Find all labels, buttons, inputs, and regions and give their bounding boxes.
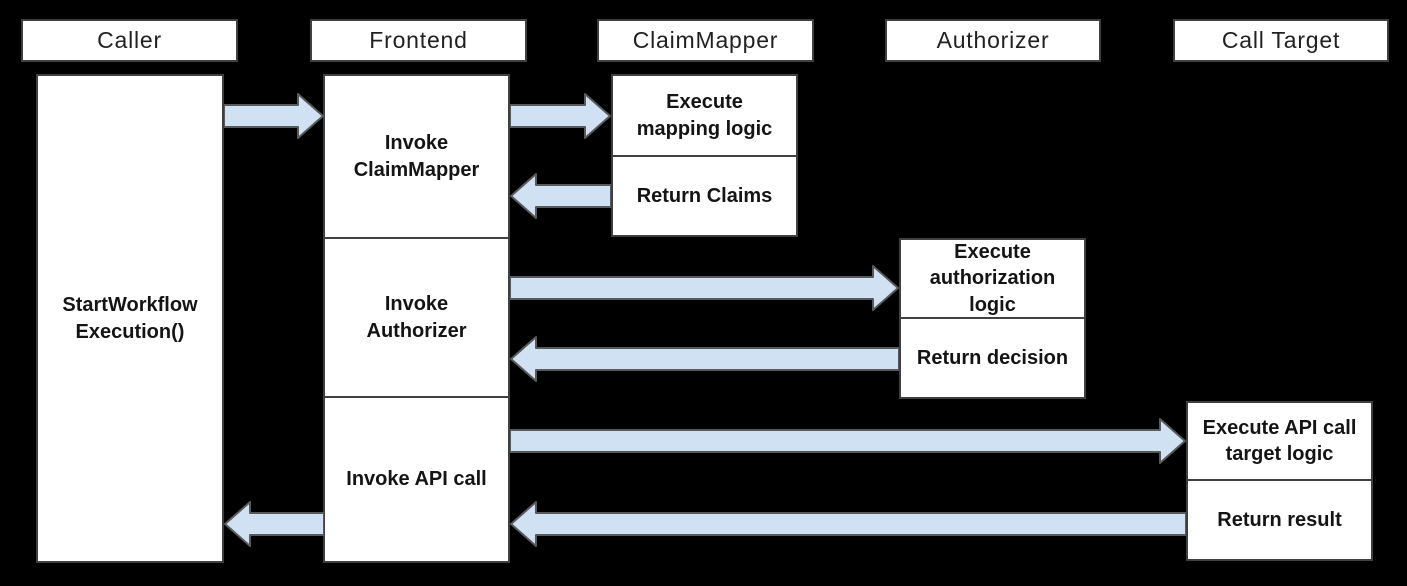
- step-execute-mapping-logic: Execute mapping logic: [636, 91, 773, 140]
- step-return-claims: Return Claims: [613, 155, 796, 235]
- column-header-authorizer: Authorizer: [885, 19, 1101, 62]
- arrow-caller-to-frontend: [224, 93, 324, 139]
- column-header-caller-label: Caller: [97, 27, 162, 53]
- activation-box-calltarget: Execute API call target logic Return res…: [1186, 401, 1373, 561]
- arrow-right-icon: [224, 93, 324, 139]
- column-header-claimmapper-label: ClaimMapper: [632, 27, 779, 53]
- arrow-right-icon: [510, 418, 1186, 464]
- column-header-frontend-label: Frontend: [369, 27, 468, 53]
- arrow-calltarget-to-frontend: [510, 501, 1186, 547]
- step-return-decision: Return decision: [901, 317, 1084, 397]
- arrow-frontend-to-caller: [224, 501, 324, 547]
- column-header-authorizer-label: Authorizer: [936, 27, 1050, 53]
- step-invoke-claimmapper: Invoke ClaimMapper: [353, 132, 480, 181]
- arrow-left-icon: [510, 173, 611, 219]
- column-header-calltarget: Call Target: [1173, 19, 1389, 62]
- arrow-frontend-to-claimmapper: [510, 93, 611, 139]
- arrow-left-icon: [224, 501, 324, 547]
- step-startworkflowexecution: StartWorkflow Execution(): [62, 294, 198, 343]
- column-header-claimmapper: ClaimMapper: [597, 19, 814, 62]
- column-header-frontend: Frontend: [310, 19, 527, 62]
- activation-box-caller: StartWorkflow Execution(): [36, 74, 224, 563]
- activation-box-claimmapper: Execute mapping logic Return Claims: [611, 74, 798, 237]
- column-header-calltarget-label: Call Target: [1221, 27, 1341, 53]
- step-execute-api-call-target-logic: Execute API call target logic: [1202, 416, 1357, 465]
- step-execute-authorization-logic: Execute authorization logic: [929, 240, 1056, 316]
- column-header-caller: Caller: [21, 19, 238, 62]
- arrow-frontend-to-authorizer: [510, 265, 899, 311]
- arrow-left-icon: [510, 336, 899, 382]
- arrow-left-icon: [510, 501, 1186, 547]
- arrow-right-icon: [510, 265, 899, 311]
- arrow-claimmapper-to-frontend: [510, 173, 611, 219]
- step-invoke-authorizer: Invoke Authorizer: [325, 237, 508, 396]
- step-return-result: Return result: [1188, 479, 1371, 559]
- step-invoke-api-call: Invoke API call: [325, 396, 508, 561]
- arrow-frontend-to-calltarget: [510, 418, 1186, 464]
- arrow-authorizer-to-frontend: [510, 336, 899, 382]
- activation-box-authorizer: Execute authorization logic Return decis…: [899, 238, 1086, 399]
- activation-box-frontend: Invoke ClaimMapper Invoke Authorizer Inv…: [323, 74, 510, 563]
- arrow-right-icon: [510, 93, 611, 139]
